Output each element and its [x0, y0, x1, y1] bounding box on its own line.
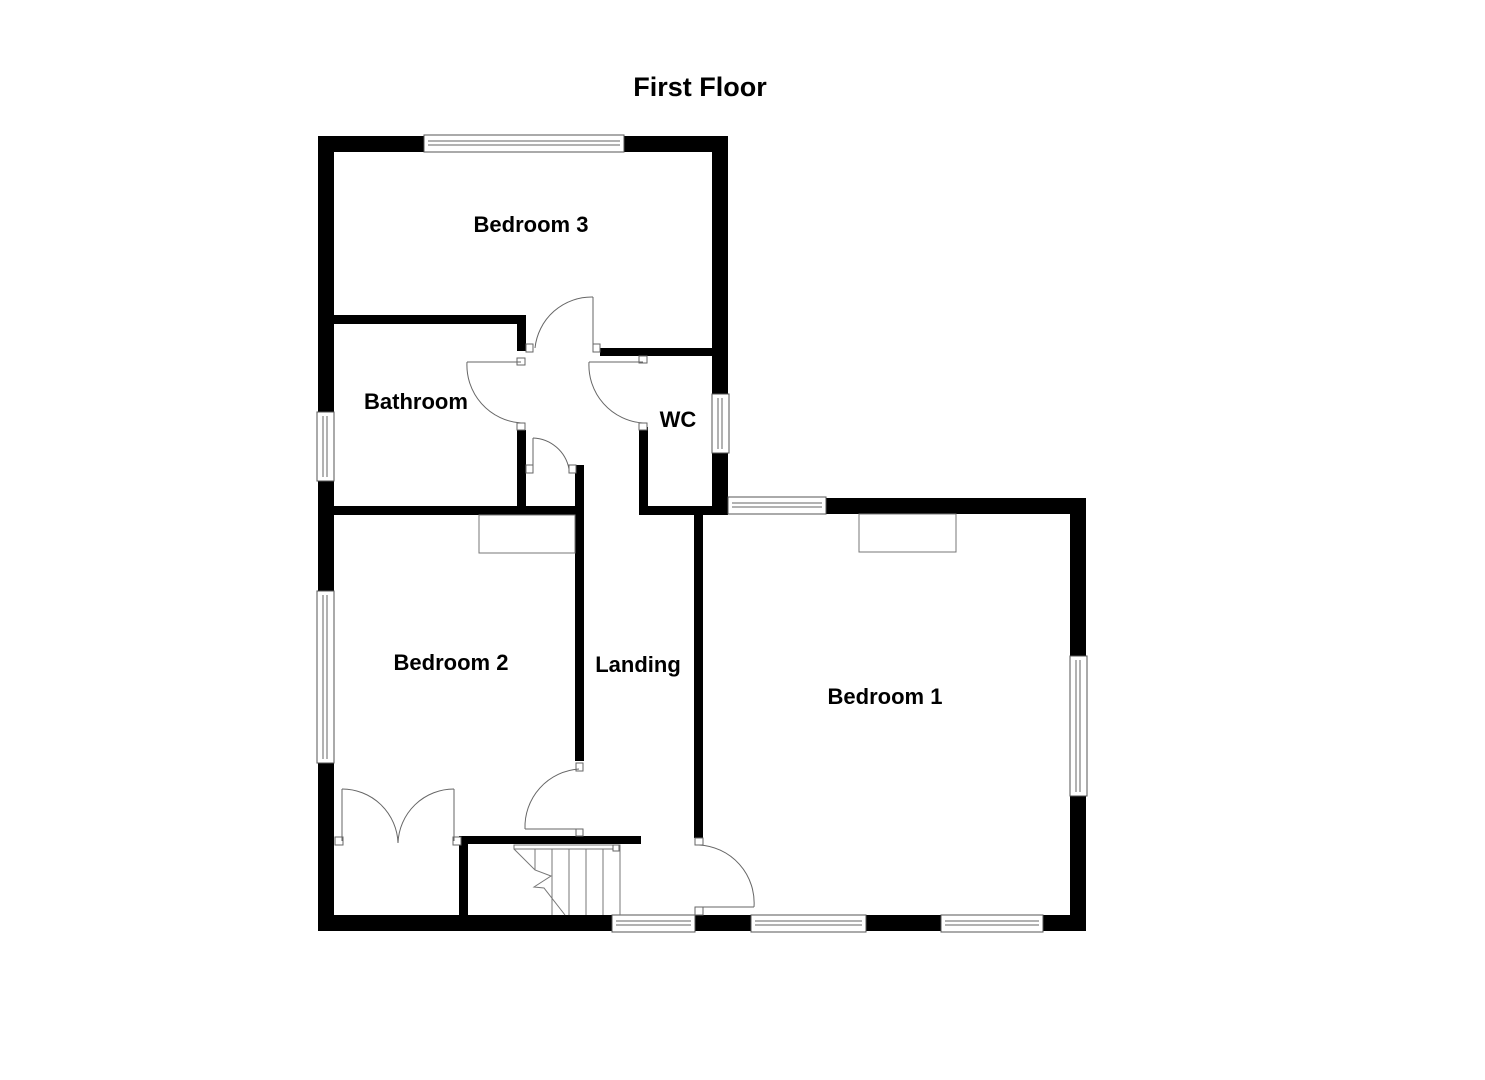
window-bathroom: [316, 411, 335, 482]
room-label-bedroom2: Bedroom 2: [394, 650, 509, 675]
floor-title: First Floor: [633, 72, 767, 102]
room-labels: Bedroom 3 Bathroom WC Bedroom 2 Landing …: [364, 212, 942, 709]
interior-walls: [318, 315, 728, 926]
fixtures: [478, 513, 957, 554]
room-label-landing: Landing: [595, 652, 681, 677]
window-bedroom3: [423, 134, 625, 153]
window-landing: [611, 914, 696, 933]
windows: [316, 134, 1088, 933]
chimney-breast-bedroom2: [478, 514, 576, 554]
window-bedroom1-top: [727, 496, 827, 515]
door-bathroom[interactable]: [466, 357, 526, 431]
door-bedroom3[interactable]: [525, 296, 601, 353]
room-label-bathroom: Bathroom: [364, 389, 468, 414]
door-bedroom2[interactable]: [524, 762, 584, 837]
room-label-wc: WC: [660, 407, 697, 432]
window-wc: [711, 393, 730, 454]
room-label-bedroom3: Bedroom 3: [474, 212, 589, 237]
doors: [334, 296, 755, 916]
door-wardrobe[interactable]: [334, 788, 462, 846]
window-bedroom1-bottom-2: [940, 914, 1044, 933]
door-bedroom1[interactable]: [694, 837, 755, 916]
exterior-walls: [318, 136, 1086, 931]
window-bedroom1-bottom-1: [750, 914, 867, 933]
door-wc[interactable]: [588, 355, 648, 431]
door-airing-cupboard[interactable]: [525, 437, 577, 474]
staircase: [513, 844, 621, 916]
chimney-breast-bedroom1: [858, 513, 957, 553]
window-bedroom1-right: [1069, 655, 1088, 797]
room-label-bedroom1: Bedroom 1: [828, 684, 943, 709]
window-bedroom2: [316, 590, 335, 764]
